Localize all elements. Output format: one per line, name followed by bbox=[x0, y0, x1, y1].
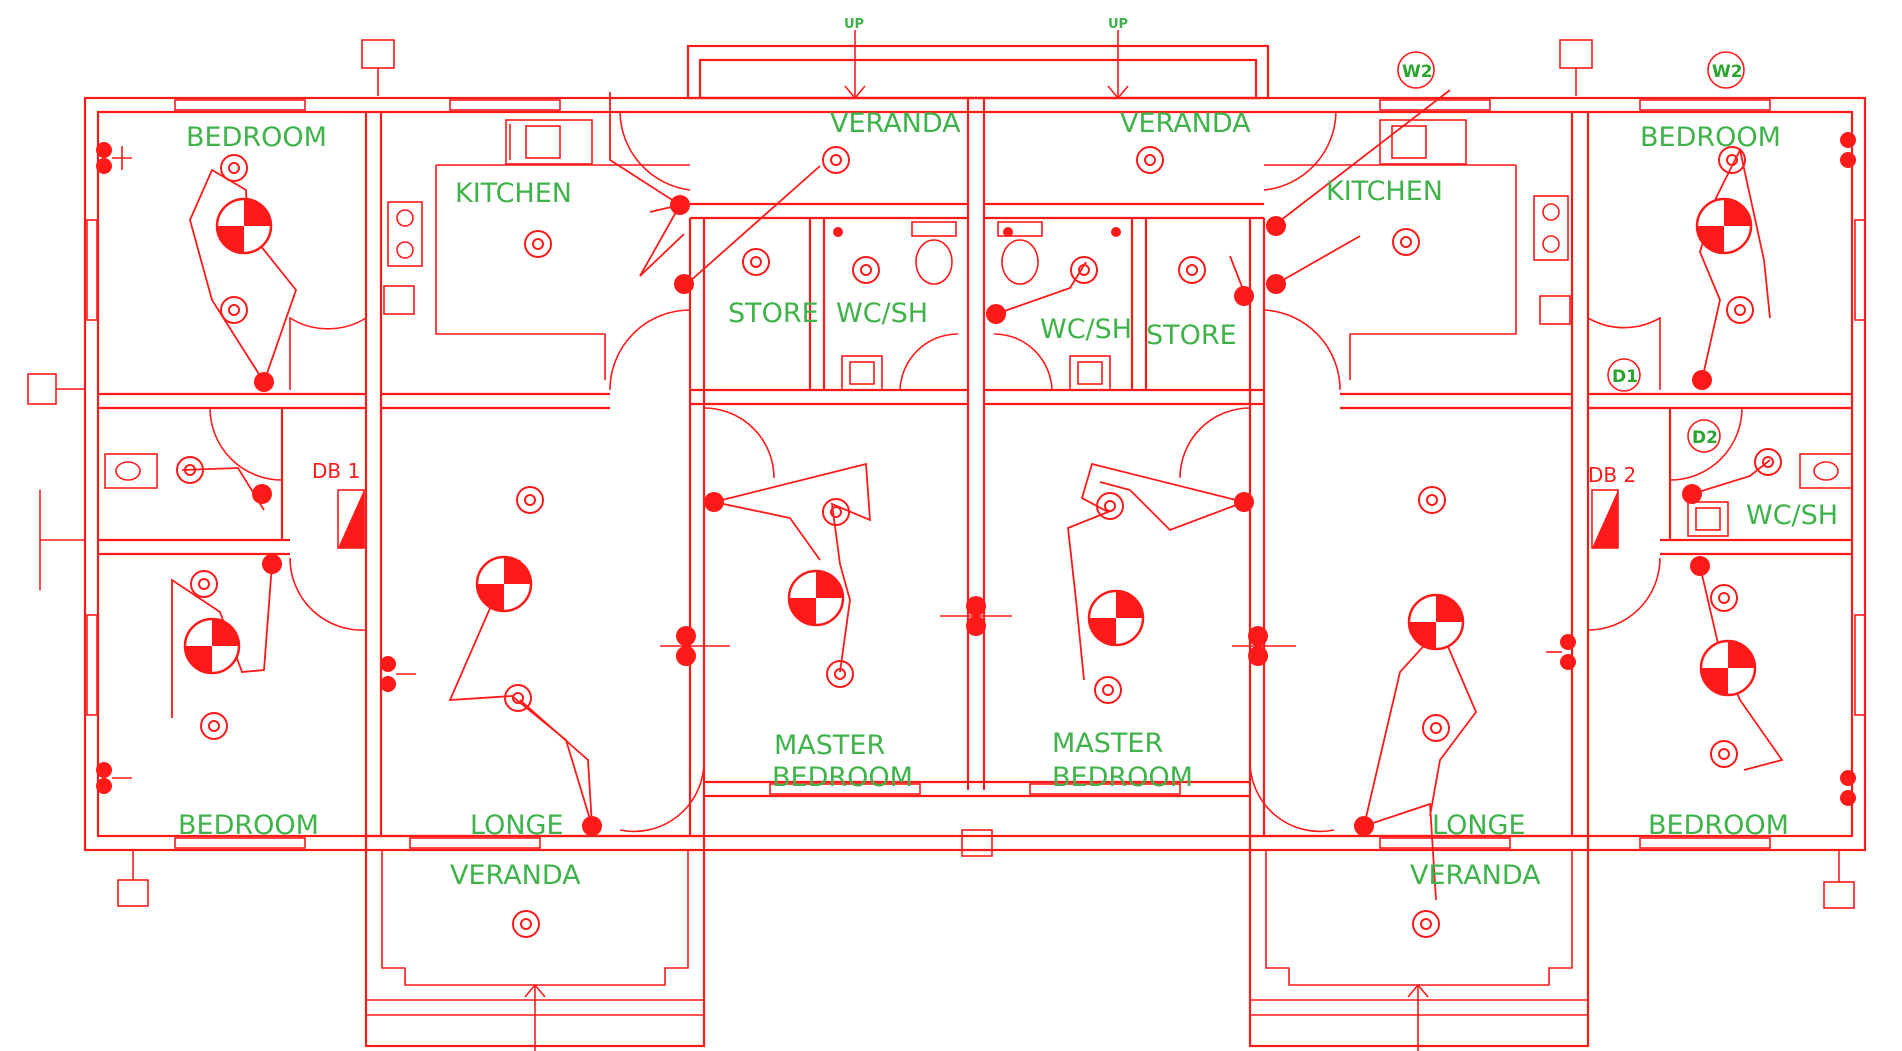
toilet-icon bbox=[911, 221, 957, 285]
room-label-store-left: STORE bbox=[728, 298, 819, 329]
room-label-bedroom-tr: BEDROOM bbox=[1640, 122, 1781, 153]
basin-icon bbox=[841, 355, 883, 391]
room-label-bedroom-tl: BEDROOM bbox=[186, 122, 327, 153]
room-label-store-right: STORE bbox=[1146, 320, 1237, 351]
room-label-master-left: MASTER bbox=[774, 730, 885, 761]
room-label-veranda-bl: VERANDA bbox=[450, 860, 581, 891]
walls bbox=[27, 30, 1867, 1051]
kitchen-sink-left bbox=[505, 119, 593, 165]
room-label-kitchen-left: KITCHEN bbox=[455, 178, 572, 209]
cooker-right bbox=[1533, 195, 1569, 261]
room-label-bedroom-br: BEDROOM bbox=[1648, 810, 1789, 841]
socket-icon bbox=[1840, 770, 1856, 806]
basin-icon bbox=[1687, 501, 1729, 537]
room-label-master-bedroom-left: BEDROOM bbox=[772, 762, 913, 793]
switches bbox=[252, 195, 1712, 836]
db-label: DB 1 bbox=[312, 459, 360, 483]
tag-w2-label: W2 bbox=[1402, 62, 1433, 82]
socket-icon bbox=[1546, 634, 1576, 670]
basin-icon bbox=[1069, 355, 1111, 391]
fridge-left bbox=[383, 285, 415, 315]
socket-icon bbox=[660, 626, 730, 666]
door-tag-d2 bbox=[1687, 419, 1721, 453]
door-tag-d1 bbox=[1607, 358, 1641, 392]
socket-icon bbox=[1232, 626, 1296, 666]
socket-icon bbox=[940, 596, 1012, 636]
room-label-wcsh-left: WC/SH bbox=[836, 298, 928, 329]
wiring bbox=[171, 89, 1784, 901]
room-label-veranda-tl: VERANDA bbox=[830, 108, 961, 139]
tag-w2-label: W2 bbox=[1712, 62, 1743, 82]
socket-icon bbox=[96, 762, 132, 794]
stair-up-label: UP bbox=[844, 17, 864, 32]
socket-icon bbox=[1840, 132, 1856, 168]
room-label-master-right: MASTER bbox=[1052, 728, 1163, 759]
room-label-veranda-br: VERANDA bbox=[1410, 860, 1541, 891]
room-label-veranda-tr: VERANDA bbox=[1120, 108, 1251, 139]
window-tag-w2 bbox=[1707, 51, 1745, 89]
room-label-wcsh-mid: WC/SH bbox=[1040, 314, 1132, 345]
socket-icon bbox=[96, 142, 132, 174]
room-label-longe-right: LONGE bbox=[1432, 810, 1526, 841]
cooker-left bbox=[387, 201, 423, 267]
fridge-right bbox=[1539, 295, 1571, 325]
squat-toilet-icon bbox=[104, 453, 158, 489]
tag-d1-label: D1 bbox=[1612, 367, 1638, 387]
db-label: DB 2 bbox=[1588, 463, 1636, 487]
distribution-board-icon bbox=[1591, 489, 1619, 549]
kitchen-sink-right bbox=[1379, 119, 1467, 165]
toilet-icon bbox=[997, 221, 1043, 285]
room-label-master-bedroom-right: BEDROOM bbox=[1052, 762, 1193, 793]
room-label-longe-left: LONGE bbox=[470, 810, 564, 841]
room-label-wcsh-right: WC/SH bbox=[1746, 500, 1838, 531]
socket-icon bbox=[380, 656, 416, 692]
distribution-board-icon bbox=[337, 489, 365, 549]
squat-toilet-icon bbox=[1799, 453, 1853, 489]
tag-d2-label: D2 bbox=[1692, 428, 1718, 448]
window-tag-w2 bbox=[1397, 51, 1435, 89]
room-label-kitchen-right: KITCHEN bbox=[1326, 176, 1443, 207]
room-label-bedroom-bl: BEDROOM bbox=[178, 810, 319, 841]
stair-up-label: UP bbox=[1108, 17, 1128, 32]
